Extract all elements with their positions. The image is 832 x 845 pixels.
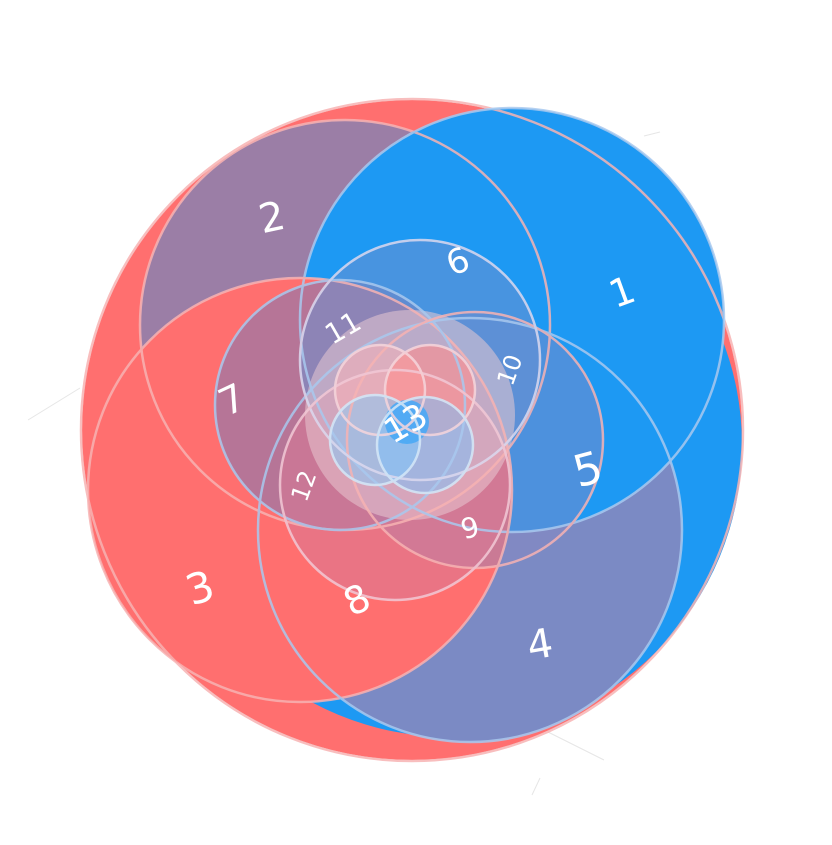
outline-rings	[79, 97, 745, 763]
sketch-strokes	[27, 131, 661, 796]
